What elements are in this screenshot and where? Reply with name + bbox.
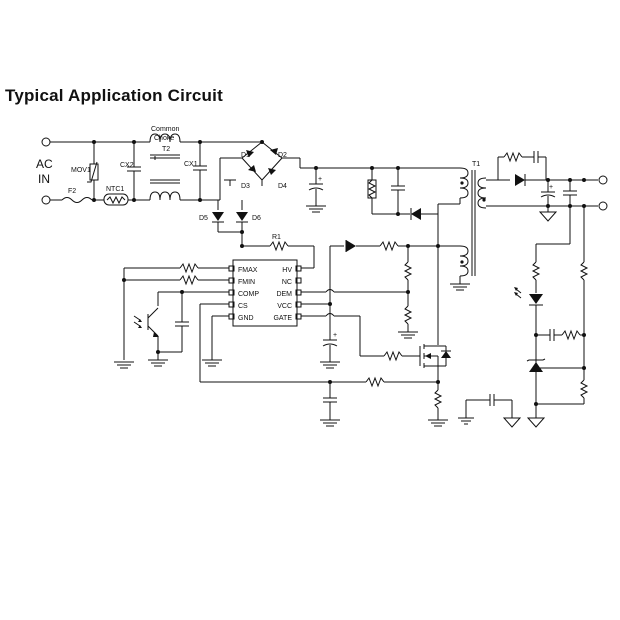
d4-label: D4: [278, 183, 287, 190]
power-mosfet: [419, 344, 451, 427]
aux-rectifier: [330, 214, 440, 345]
feedback-network: [514, 206, 589, 428]
mov1-varistor: [87, 140, 99, 202]
d1-label: D1: [241, 152, 250, 159]
cx2-capacitor: [127, 140, 141, 202]
pin-fmin: FMIN: [238, 279, 255, 286]
pin-gate: GATE: [273, 315, 292, 322]
optocoupler-transistor: [133, 290, 229, 367]
pin-hv: HV: [282, 267, 292, 274]
pin-cs: CS: [238, 303, 248, 310]
ac-label: AC: [36, 157, 53, 171]
output-cap-plus: +: [549, 184, 553, 191]
bulk-capacitor: [306, 168, 326, 213]
pin-gnd: GND: [238, 315, 254, 322]
pin-dem: DEM: [276, 291, 292, 298]
t1-label: T1: [472, 161, 480, 168]
ntc1-label: NTC1: [106, 186, 124, 193]
bridge-ground: [224, 179, 236, 186]
snubber-network: [367, 166, 438, 220]
choke-label-2: Choke: [154, 135, 174, 142]
in-label: IN: [38, 172, 50, 186]
secondary-output: [486, 151, 608, 222]
cx1-capacitor: [193, 140, 207, 202]
d6-label: D6: [252, 215, 261, 222]
transformer-t1: [437, 167, 487, 291]
d3-label: D3: [241, 183, 250, 190]
bulk-cap-plus: +: [318, 176, 322, 183]
gnd-cs-wiring: [199, 303, 436, 388]
t2-label: T2: [162, 146, 170, 153]
f2-label: F2: [68, 188, 76, 195]
pin-fmax: FMAX: [238, 267, 258, 274]
r1-label: R1: [272, 234, 281, 241]
cs-filter-capacitor: [320, 382, 340, 427]
dem-vcc-gate-wiring: [301, 246, 420, 369]
choke-label-1: Common: [151, 126, 180, 133]
common-choke-t2: [149, 133, 260, 201]
d2-label: D2: [278, 152, 287, 159]
diodes-d5-d6: [200, 199, 248, 248]
mov1-label: MOV1: [71, 167, 91, 174]
page-title: Typical Application Circuit: [5, 86, 223, 105]
d5-label: D5: [199, 215, 208, 222]
pin-nc: NC: [282, 279, 292, 286]
resistor-r1: [242, 240, 315, 269]
pin-comp: COMP: [238, 291, 259, 298]
fmax-fmin-resistors: [114, 262, 229, 369]
fuse-f2: [61, 197, 93, 203]
cx2-label: CX2: [120, 162, 134, 169]
vcc-cap-plus: +: [333, 332, 337, 339]
bridge-rectifier: [219, 140, 300, 200]
cx1-label: CX1: [184, 161, 198, 168]
y-capacitor: [458, 394, 522, 428]
pin-vcc: VCC: [277, 303, 292, 310]
